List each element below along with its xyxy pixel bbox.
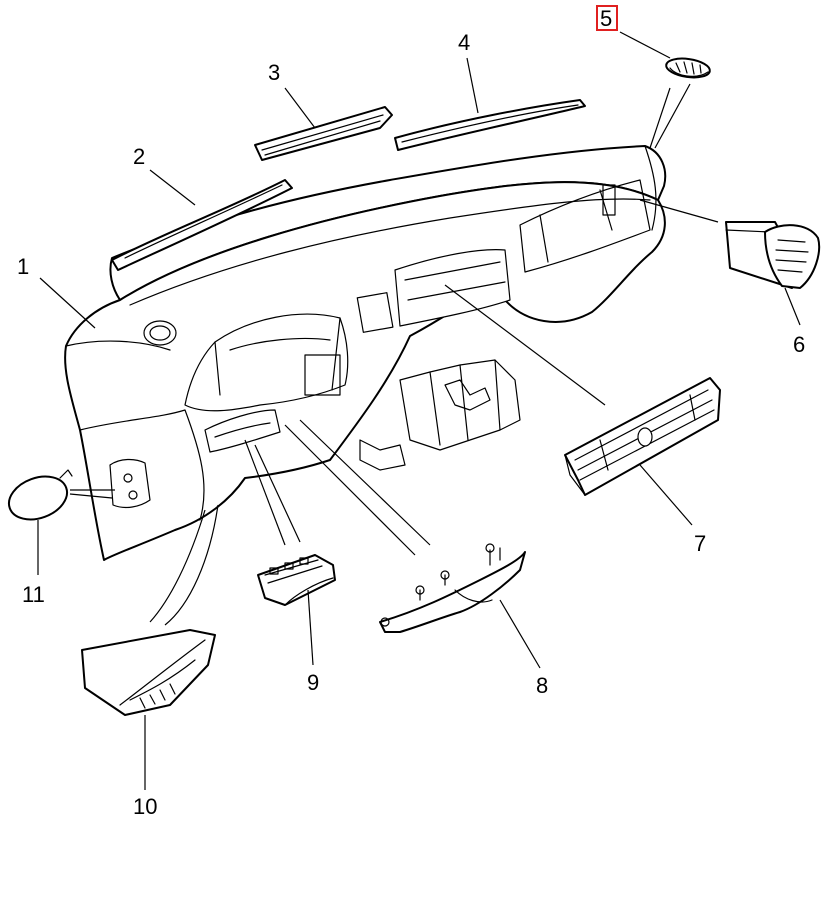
part-7-center-air-outlet — [564, 377, 721, 496]
leader-10b — [149, 509, 206, 623]
callout-10: 10 — [133, 794, 157, 819]
leader-11c — [69, 493, 113, 499]
part-4-defroster-strip-right — [394, 99, 586, 151]
leader-9b — [244, 439, 286, 546]
part-6-side-air-outlet-right — [725, 221, 820, 289]
leader-7 — [444, 284, 606, 406]
callout-5: 5 — [600, 6, 612, 31]
leader-1 — [39, 277, 96, 329]
callout-7: 7 — [694, 531, 706, 556]
leader-4 — [466, 57, 479, 114]
callout-1: 1 — [17, 254, 29, 279]
leader-5 — [619, 31, 671, 59]
leader-3 — [284, 87, 316, 129]
leader-8b — [284, 424, 416, 556]
leader-8c — [299, 419, 431, 546]
callout-2: 2 — [133, 144, 145, 169]
callouts: 1 2 3 4 5 6 7 8 9 10 11 — [17, 5, 805, 819]
leader-9c — [254, 444, 301, 543]
leader-6b — [784, 287, 801, 326]
callout-3: 3 — [268, 60, 280, 85]
leader-lines — [37, 31, 801, 790]
leader-5c — [654, 83, 691, 149]
part-5-sensor-cap — [665, 57, 711, 79]
callout-8: 8 — [536, 673, 548, 698]
leader-6 — [639, 199, 719, 223]
callout-5-highlight-box — [596, 5, 618, 31]
leader-8 — [499, 599, 541, 669]
part-9-switch-bank — [257, 554, 336, 606]
part-8-lower-reinforcement-bracket — [379, 543, 526, 633]
part-3-defroster-grille-center — [254, 106, 393, 161]
part-1-instrument-panel — [64, 145, 667, 561]
leader-5b — [649, 87, 671, 149]
part-2-defroster-strip-left — [111, 179, 293, 271]
callout-6: 6 — [793, 332, 805, 357]
part-10-left-air-outlet-bezel — [81, 629, 216, 716]
callout-11: 11 — [22, 582, 45, 607]
callout-9: 9 — [307, 670, 319, 695]
leader-7b — [639, 464, 693, 526]
leader-9 — [307, 589, 314, 666]
leader-10c — [164, 504, 219, 626]
leader-2 — [149, 169, 196, 206]
callout-4: 4 — [458, 30, 470, 55]
part-11-left-end-cap — [7, 469, 73, 521]
